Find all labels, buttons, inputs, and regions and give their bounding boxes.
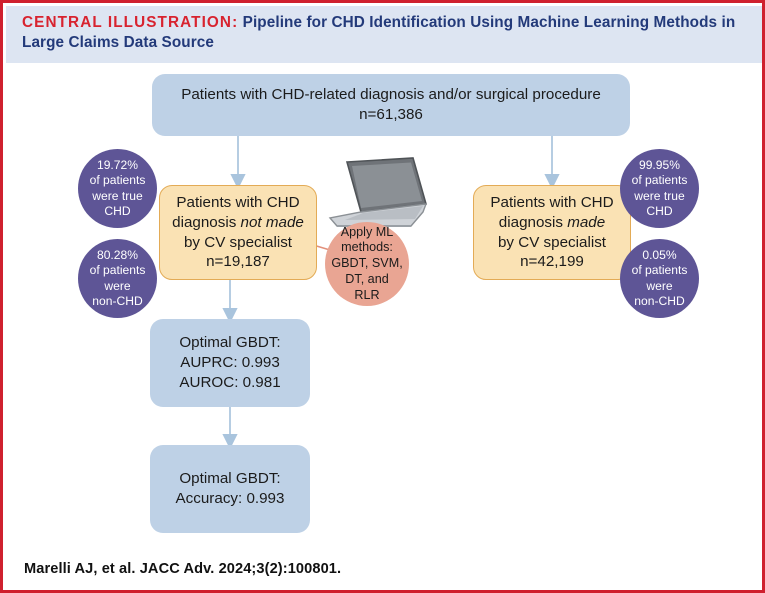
central-illustration-label: CENTRAL ILLUSTRATION: [22, 14, 239, 31]
citation: Marelli AJ, et al. JACC Adv. 2024;3(2):1… [6, 544, 762, 590]
node-diagnosis-not-made-line2: diagnosis not made [172, 213, 304, 233]
node-diagnosis-made-line2-pre: diagnosis [498, 213, 568, 231]
stat-right-non-chd-line4: non-CHD [634, 293, 685, 308]
stat-right-non-chd-value: 0.05% [642, 247, 677, 262]
node-diagnosis-not-made: Patients with CHD diagnosis not made by … [159, 185, 317, 280]
node-optimal-gbdt-accuracy-line1: Optimal GBDT: [179, 470, 281, 488]
node-apply-ml-line4: DT, and [345, 271, 389, 286]
node-optimal-gbdt-metrics-line1: Optimal GBDT: [179, 334, 281, 352]
stat-left-true-chd-line3: were true [92, 188, 143, 203]
figure-header: CENTRAL ILLUSTRATION: Pipeline for CHD I… [6, 6, 762, 63]
node-apply-ml-line5: RLR [354, 287, 380, 302]
stat-left-true-chd-value: 19.72% [96, 157, 139, 172]
node-total-patients-line1: Patients with CHD-related diagnosis and/… [181, 86, 601, 104]
node-apply-ml-line2: methods: [341, 240, 393, 255]
laptop-icon [328, 157, 428, 227]
stat-left-true-chd: 19.72% of patients were true CHD [78, 149, 157, 228]
stat-right-non-chd-line3: were [646, 278, 673, 293]
node-apply-ml-line3: GBDT, SVM, [331, 256, 403, 271]
node-diagnosis-not-made-line1: Patients with CHD [176, 194, 300, 211]
node-optimal-gbdt-metrics: Optimal GBDT: AUPRC: 0.993 AUROC: 0.981 [150, 319, 310, 407]
stat-left-non-chd-line3: were [104, 278, 131, 293]
stat-right-true-chd-line2: of patients [631, 173, 688, 188]
node-total-patients: Patients with CHD-related diagnosis and/… [152, 74, 630, 136]
figure-title: CENTRAL ILLUSTRATION: Pipeline for CHD I… [22, 13, 751, 53]
node-diagnosis-made-count: n=42,199 [520, 253, 584, 271]
node-diagnosis-not-made-count: n=19,187 [206, 253, 270, 271]
stat-left-true-chd-line4: CHD [104, 203, 131, 218]
stat-right-true-chd-value: 99.95% [638, 157, 681, 172]
node-diagnosis-made-line2: diagnosis made [490, 213, 613, 233]
node-optimal-gbdt-accuracy-value: Accuracy: 0.993 [175, 490, 285, 507]
node-diagnosis-made-line1: Patients with CHD [490, 194, 614, 211]
stat-left-non-chd-line4: non-CHD [92, 293, 143, 308]
stat-right-non-chd-line2: of patients [631, 263, 688, 278]
node-diagnosis-not-made-line2-pre: diagnosis [172, 213, 241, 231]
node-total-patients-count: n=61,386 [359, 106, 423, 123]
node-diagnosis-made-emphasis: made [567, 213, 606, 231]
node-diagnosis-not-made-emphasis: not made [240, 213, 304, 231]
stat-right-true-chd: 99.95% of patients were true CHD [620, 149, 699, 228]
node-apply-ml-line1: Apply ML [340, 224, 394, 239]
stat-left-non-chd: 80.28% of patients were non-CHD [78, 239, 157, 318]
node-apply-ml-methods: Apply ML methods: GBDT, SVM, DT, and RLR [325, 222, 409, 306]
stat-left-non-chd-value: 80.28% [96, 247, 139, 262]
node-optimal-gbdt-auprc: AUPRC: 0.993 [180, 354, 280, 372]
node-diagnosis-made-line3: by CV specialist [497, 233, 607, 251]
stat-right-non-chd: 0.05% of patients were non-CHD [620, 239, 699, 318]
stat-left-non-chd-line2: of patients [89, 263, 146, 278]
stat-left-true-chd-line2: of patients [89, 173, 146, 188]
stat-right-true-chd-line4: CHD [646, 203, 673, 218]
stat-right-true-chd-line3: were true [634, 188, 685, 203]
diagram-canvas: Patients with CHD-related diagnosis and/… [6, 63, 762, 544]
node-optimal-gbdt-auroc: AUROC: 0.981 [179, 373, 281, 391]
figure-title-text: Pipeline for CHD Identification Using Ma… [22, 14, 736, 52]
node-diagnosis-not-made-line3: by CV specialist [183, 233, 293, 251]
node-optimal-gbdt-accuracy: Optimal GBDT: Accuracy: 0.993 [150, 445, 310, 533]
node-diagnosis-made: Patients with CHD diagnosis made by CV s… [473, 185, 631, 280]
